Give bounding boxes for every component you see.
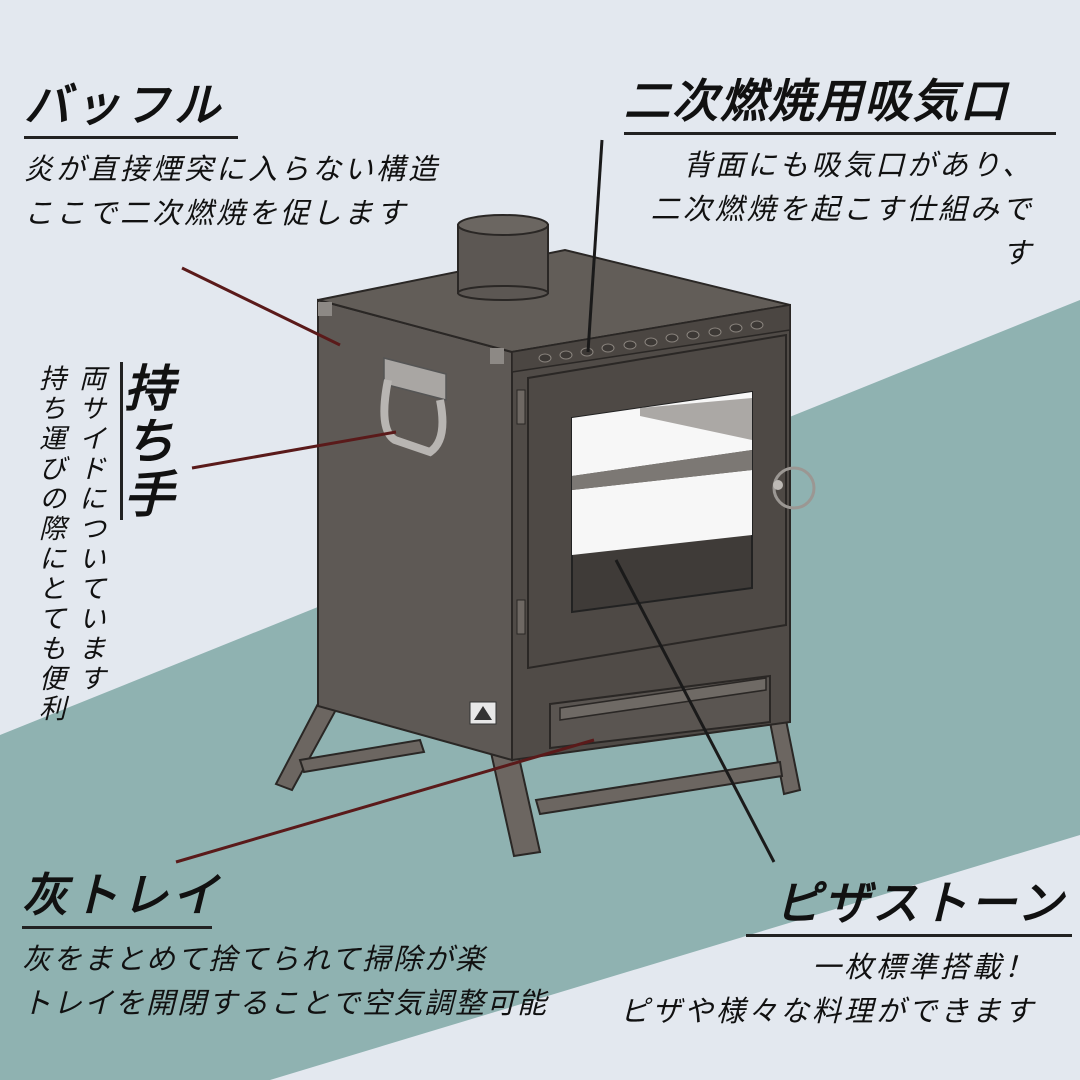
leader-lines — [175, 139, 776, 864]
callout-secondary-air-intake: 二次燃焼用吸気口 背面にも吸気口があり、 二次燃焼を起こす仕組みです — [624, 78, 1064, 275]
callout-description: 炎が直接煙突に入らない構造 ここで二次燃焼を促します — [24, 152, 441, 230]
callout-description: 灰をまとめて捨てられて掃除が楽 トレイを開閉することで空気調整可能 — [22, 942, 549, 1020]
callout-title: 二次燃焼用吸気口 — [624, 74, 1008, 128]
callout-pizza-stone: ピザストーン 一枚標準搭載！ ピザや様々な料理ができます — [600, 880, 1072, 1033]
callout-title: バッフル — [24, 78, 224, 132]
side-handle — [380, 357, 447, 457]
callout-ash-tray: 灰トレイ 灰をまとめて捨てられて掃除が楽 トレイを開閉することで空気調整可能 — [22, 872, 602, 1025]
callout-baffle: バッフル 炎が直接煙突に入らない構造 ここで二次燃焼を促します — [24, 82, 464, 235]
callout-description: 一枚標準搭載！ ピザや様々な料理ができます — [619, 950, 1036, 1028]
title-underline — [22, 926, 212, 929]
callout-title: ピザストーン — [774, 876, 1066, 930]
callout-title: 灰トレイ — [22, 868, 222, 922]
air-intake-holes — [538, 320, 764, 363]
title-underline — [24, 136, 238, 139]
title-underline — [746, 934, 1072, 937]
pizza-stone — [572, 470, 752, 555]
callout-handle-title: 持ち手 — [116, 362, 174, 521]
callout-description: 背面にも吸気口があり、 二次燃焼を起こす仕組みです — [650, 148, 1034, 270]
title-underline — [624, 132, 1056, 135]
chimney — [457, 214, 549, 301]
callout-handle-line-2: 持ち運びの際にとても便利 — [34, 364, 65, 724]
title-underline-vertical — [120, 362, 123, 520]
ash-tray-handle — [559, 677, 767, 721]
callout-handle-line-1: 両サイドについています — [74, 364, 105, 694]
